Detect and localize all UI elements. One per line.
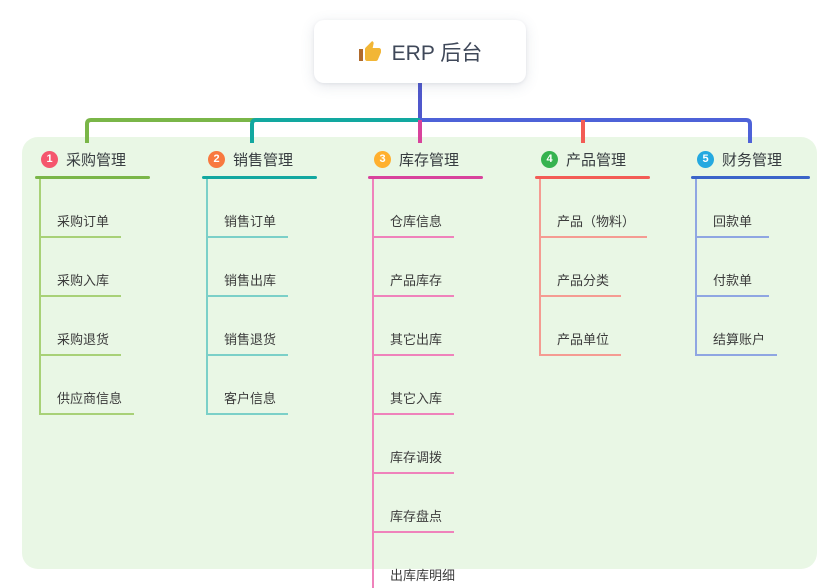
branch-title: 产品管理: [566, 151, 627, 169]
child-node[interactable]: 销售出库: [208, 238, 289, 297]
branch-children: 产品（物料） 产品分类 产品单位: [539, 179, 650, 356]
branch-node-inventory[interactable]: 3 库存管理: [368, 148, 483, 170]
branch-underline: [35, 176, 150, 179]
child-node[interactable]: 结算账户: [697, 297, 778, 356]
child-node[interactable]: 产品（物料）: [541, 179, 648, 238]
branch-children: 仓库信息 产品库存 其它出库 其它入库 库存调拨 库存盘点 出库库明细: [372, 179, 483, 588]
branch-node-product[interactable]: 4 产品管理: [535, 148, 650, 170]
branch-sales: 2 销售管理 销售订单 销售出库 销售退货 客户信息: [202, 148, 317, 415]
branch-underline: [535, 176, 650, 179]
child-node[interactable]: 产品库存: [374, 238, 455, 297]
branch-underline: [368, 176, 483, 179]
child-node[interactable]: 回款单: [697, 179, 769, 238]
branches-panel: [22, 137, 817, 569]
branch-inventory: 3 库存管理 仓库信息 产品库存 其它出库 其它入库 库存调拨 库存盘点 出库库…: [368, 148, 483, 588]
branch-title: 财务管理: [722, 151, 783, 169]
branch-product: 4 产品管理 产品（物料） 产品分类 产品单位: [535, 148, 650, 356]
branch-node-sales[interactable]: 2 销售管理: [202, 148, 317, 170]
branch-number-badge: 4: [541, 150, 558, 168]
branch-underline: [691, 176, 810, 179]
child-node[interactable]: 采购订单: [41, 179, 122, 238]
branch-title: 销售管理: [233, 151, 294, 169]
branch-number-badge: 1: [41, 150, 58, 168]
child-node[interactable]: 供应商信息: [41, 356, 135, 415]
child-node[interactable]: 其它入库: [374, 356, 455, 415]
child-node[interactable]: 其它出库: [374, 297, 455, 356]
root-node[interactable]: ERP 后台: [314, 20, 526, 83]
child-node[interactable]: 库存盘点: [374, 474, 455, 533]
branch-node-finance[interactable]: 5 财务管理: [691, 148, 810, 170]
child-node[interactable]: 采购退货: [41, 297, 122, 356]
branch-children: 销售订单 销售出库 销售退货 客户信息: [206, 179, 317, 415]
branch-title: 库存管理: [399, 151, 460, 169]
branch-title: 采购管理: [66, 151, 127, 169]
child-node[interactable]: 销售订单: [208, 179, 289, 238]
root-title: ERP 后台: [391, 41, 483, 65]
thumbs-up-icon: [358, 40, 381, 61]
child-node[interactable]: 出库库明细: [374, 533, 467, 588]
child-node[interactable]: 产品分类: [541, 238, 622, 297]
branch-number-badge: 2: [208, 150, 225, 168]
child-node[interactable]: 仓库信息: [374, 179, 455, 238]
child-node[interactable]: 库存调拨: [374, 415, 455, 474]
branch-children: 采购订单 采购入库 采购退货 供应商信息: [39, 179, 150, 415]
child-node[interactable]: 客户信息: [208, 356, 289, 415]
branch-number-badge: 5: [697, 150, 714, 168]
branch-underline: [202, 176, 317, 179]
branch-finance: 5 财务管理 回款单 付款单 结算账户: [691, 148, 810, 356]
child-node[interactable]: 采购入库: [41, 238, 122, 297]
child-node[interactable]: 销售退货: [208, 297, 289, 356]
branch-children: 回款单 付款单 结算账户: [695, 179, 810, 356]
child-node[interactable]: 付款单: [697, 238, 769, 297]
branch-purchase: 1 采购管理 采购订单 采购入库 采购退货 供应商信息: [35, 148, 150, 415]
branch-number-badge: 3: [374, 150, 391, 168]
branch-node-purchase[interactable]: 1 采购管理: [35, 148, 150, 170]
child-node[interactable]: 产品单位: [541, 297, 622, 356]
